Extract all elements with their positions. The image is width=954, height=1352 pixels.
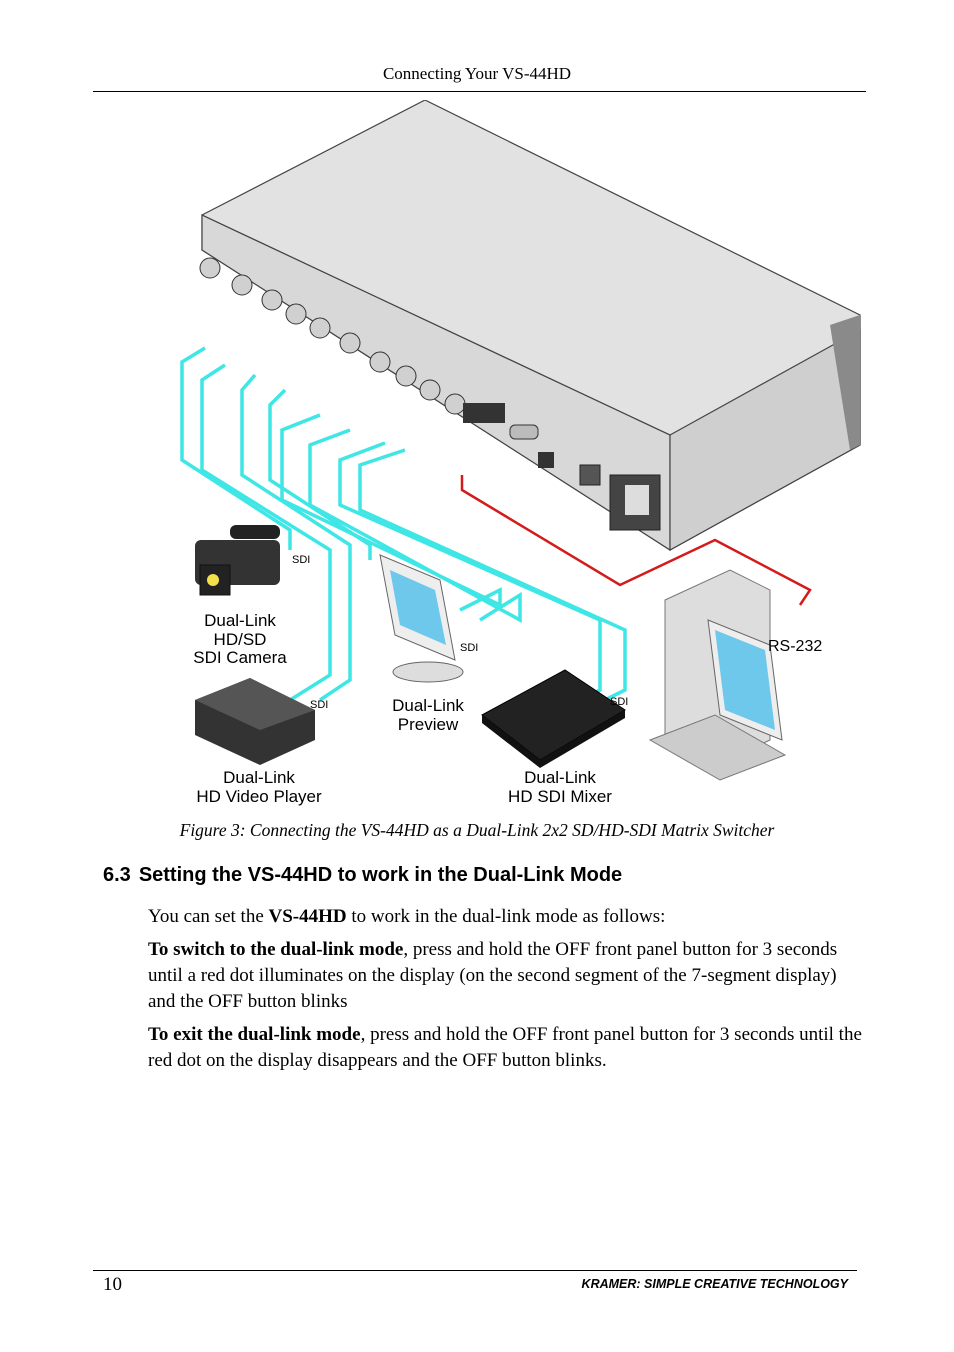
section-number: 6.3 xyxy=(103,864,131,886)
connection-figure: SDI Dual-Link HD/SD SDI Camera SDI Dual-… xyxy=(170,100,870,810)
exit-instruction-text: , press and hold the OFF front panel but… xyxy=(148,1024,862,1071)
mixer-label-1: Dual-Link xyxy=(524,768,596,787)
intro-product-name: VS-44HD xyxy=(268,906,347,927)
figure-caption: Figure 3: Connecting the VS-44HD as a Du… xyxy=(179,820,775,840)
bnc-connectors xyxy=(199,257,466,415)
footer-brand: KRAMER: SIMPLE CREATIVE TECHNOLOGY xyxy=(581,1277,848,1291)
mixer-label-2: HD SDI Mixer xyxy=(508,787,612,806)
camera-label-2: HD/SD xyxy=(214,630,267,649)
mixer-sdi-tag: SDI xyxy=(610,696,628,708)
connection-diagram: SDI Dual-Link HD/SD SDI Camera SDI Dual-… xyxy=(180,100,861,806)
footer-rule xyxy=(93,1270,857,1271)
vs44hd-chassis xyxy=(201,100,861,552)
player-sdi-tag: SDI xyxy=(310,699,328,711)
camera-illustration xyxy=(195,525,280,596)
pc-illustration xyxy=(648,569,787,781)
player-label-1: Dual-Link xyxy=(223,768,295,787)
running-header: Connecting Your VS-44HD xyxy=(382,64,572,83)
camera-sdi-tag: SDI xyxy=(292,554,310,566)
page-number: 10 xyxy=(103,1274,122,1295)
preview-monitor-illustration xyxy=(379,554,464,683)
camera-label-3: SDI Camera xyxy=(193,648,287,667)
switch-instruction-text: , press and hold the OFF front panel but… xyxy=(148,939,838,1012)
sdi-cables xyxy=(180,346,627,702)
rear-panel-ports xyxy=(463,403,661,531)
intro-text-end: to work in the dual-link mode as follows… xyxy=(346,906,666,927)
header-rule xyxy=(93,91,866,92)
intro-text: You can set the xyxy=(148,906,269,927)
section-title: Setting the VS-44HD to work in the Dual-… xyxy=(138,864,623,886)
switch-instruction: To switch to the dual-link mode, press a… xyxy=(148,937,863,1015)
preview-label-2: Preview xyxy=(398,715,459,734)
intro-paragraph: You can set the VS-44HD to work in the d… xyxy=(148,904,863,930)
switch-instruction-lead: To switch to the dual-link mode xyxy=(148,939,404,960)
rs232-cable xyxy=(460,475,812,606)
player-label-2: HD Video Player xyxy=(196,787,322,806)
preview-label-1: Dual-Link xyxy=(392,696,464,715)
video-player-illustration xyxy=(195,678,315,765)
rs232-label: RS-232 xyxy=(768,638,822,655)
section-heading: 6.3 Setting the VS-44HD to work in the Du… xyxy=(103,864,622,887)
mixer-illustration xyxy=(481,669,626,768)
exit-instruction: To exit the dual-link mode, press and ho… xyxy=(148,1022,863,1074)
preview-sdi-tag: SDI xyxy=(460,642,478,654)
exit-instruction-lead: To exit the dual-link mode xyxy=(148,1024,361,1045)
camera-label-1: Dual-Link xyxy=(204,611,276,630)
